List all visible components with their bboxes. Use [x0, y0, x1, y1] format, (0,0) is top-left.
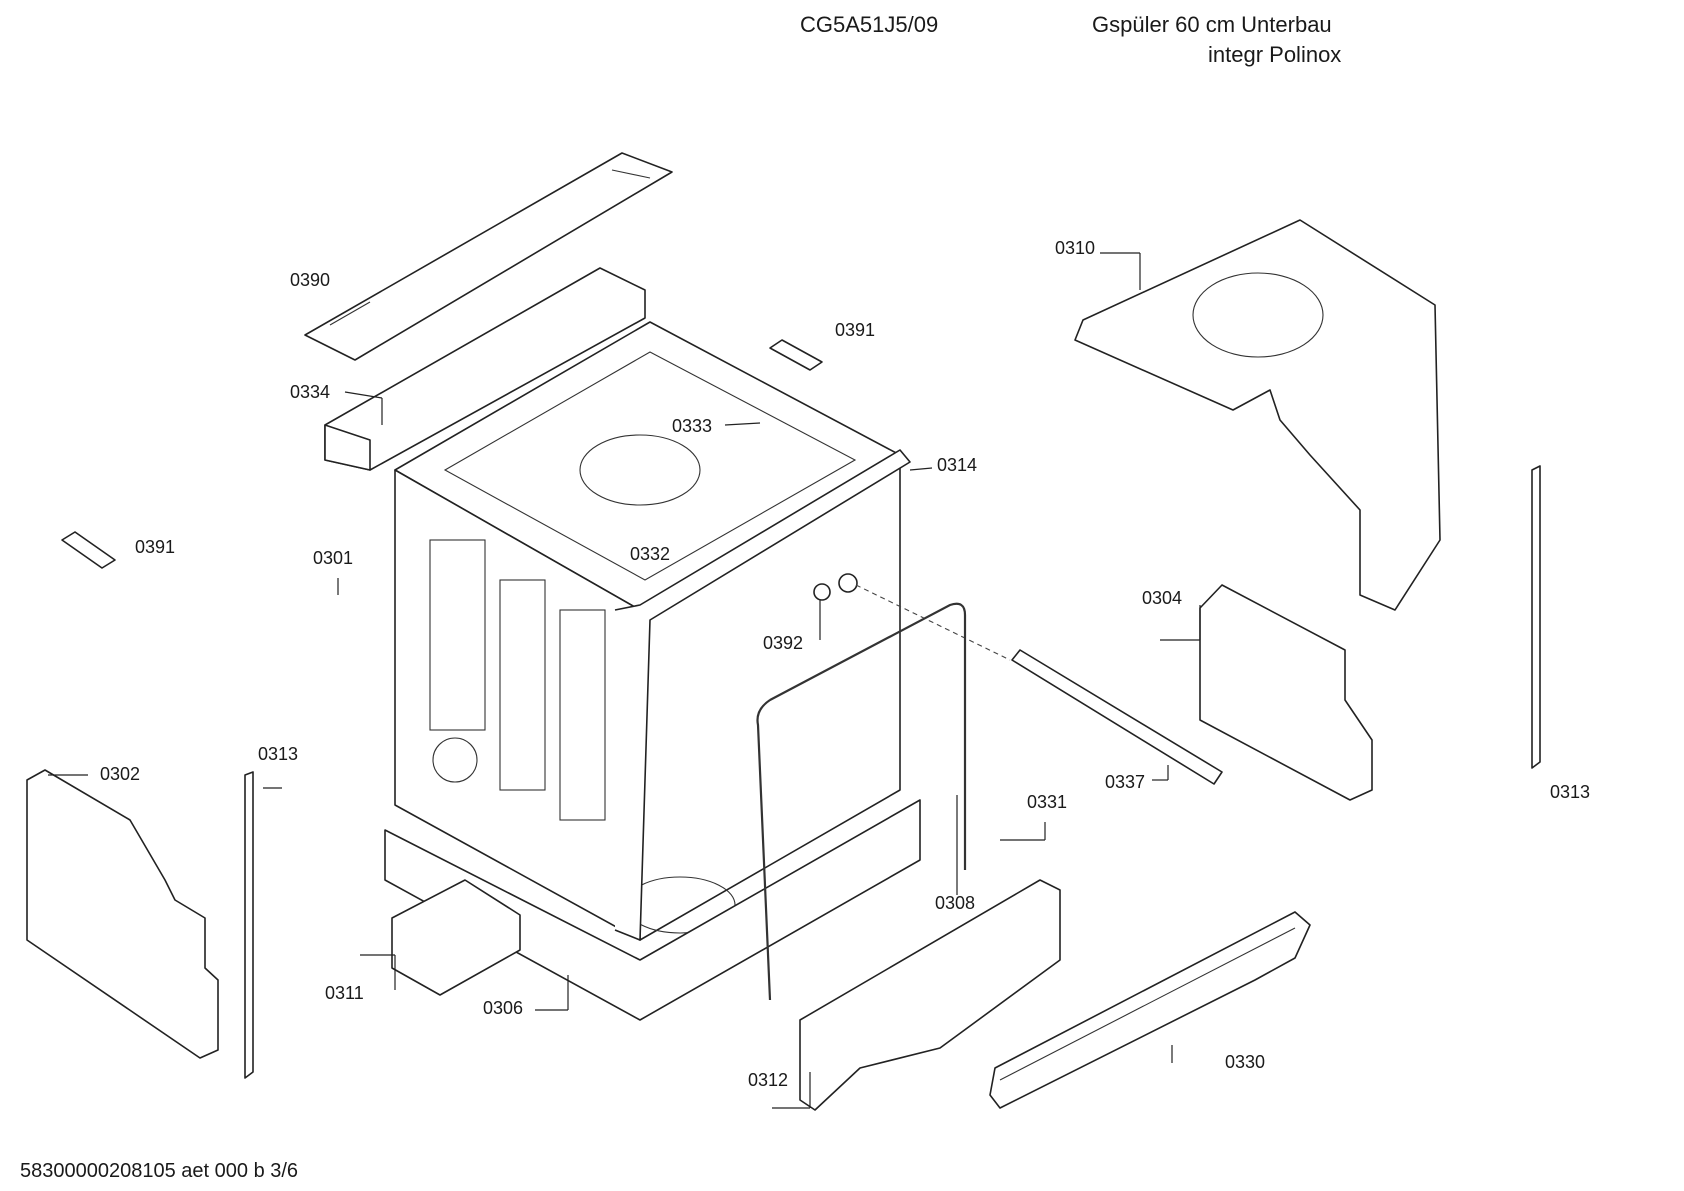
callout-0333: 0333: [672, 416, 713, 436]
part-0390-top-plate: [304, 152, 673, 361]
description-line-2: integr Polinox: [1208, 42, 1342, 67]
callout-0313: 0313: [258, 744, 299, 764]
callout-0312: 0312: [748, 1070, 789, 1090]
part-0310-insulation: [1074, 219, 1441, 611]
part-0391-bracket-right: [769, 339, 823, 371]
callout-0392: 0392: [763, 633, 804, 653]
part-0330-kickplate: [989, 911, 1311, 1109]
part-0313-strip-right: [1531, 465, 1541, 769]
callout-0390: 0390: [290, 270, 331, 290]
part-0314-seal: [614, 449, 911, 941]
callout-0334: 0334: [290, 382, 331, 402]
leader-lines: [48, 252, 1201, 1109]
callout-0313: 0313: [1550, 782, 1591, 802]
callout-0391: 0391: [135, 537, 176, 557]
description-line-1: Gspüler 60 cm Unterbau: [1092, 12, 1332, 37]
part-0392-screw: [813, 573, 1011, 661]
callout-0306: 0306: [483, 998, 524, 1018]
callout-0337: 0337: [1105, 772, 1146, 792]
part-0334-rail: [324, 267, 646, 471]
callout-0311: 0311: [325, 983, 364, 1003]
part-0311-block: [391, 879, 521, 996]
callout-0331: 0331: [1027, 792, 1068, 812]
callout-0332: 0332: [630, 544, 671, 564]
callout-0391: 0391: [835, 320, 876, 340]
callout-0308: 0308: [935, 893, 976, 913]
part-0313-strip-left: [244, 771, 254, 1079]
model-number: CG5A51J5/09: [800, 12, 939, 37]
callout-0302: 0302: [100, 764, 141, 784]
part-0391-bracket-left: [61, 531, 116, 569]
part-0331-gasket: [756, 602, 967, 1001]
document-code: 58300000208105 aet 000 b 3/6: [20, 1160, 299, 1182]
part-0304-panel: [1199, 584, 1373, 801]
callout-0310: 0310: [1055, 238, 1096, 258]
part-0337-rod: [1011, 649, 1223, 785]
callout-0304: 0304: [1142, 588, 1183, 608]
callout-0330: 0330: [1225, 1052, 1266, 1072]
part-0312-insulation: [799, 879, 1061, 1111]
part-0302-side-panel: [26, 769, 219, 1059]
callout-0314: 0314: [937, 455, 978, 475]
callout-0301: 0301: [313, 548, 354, 568]
